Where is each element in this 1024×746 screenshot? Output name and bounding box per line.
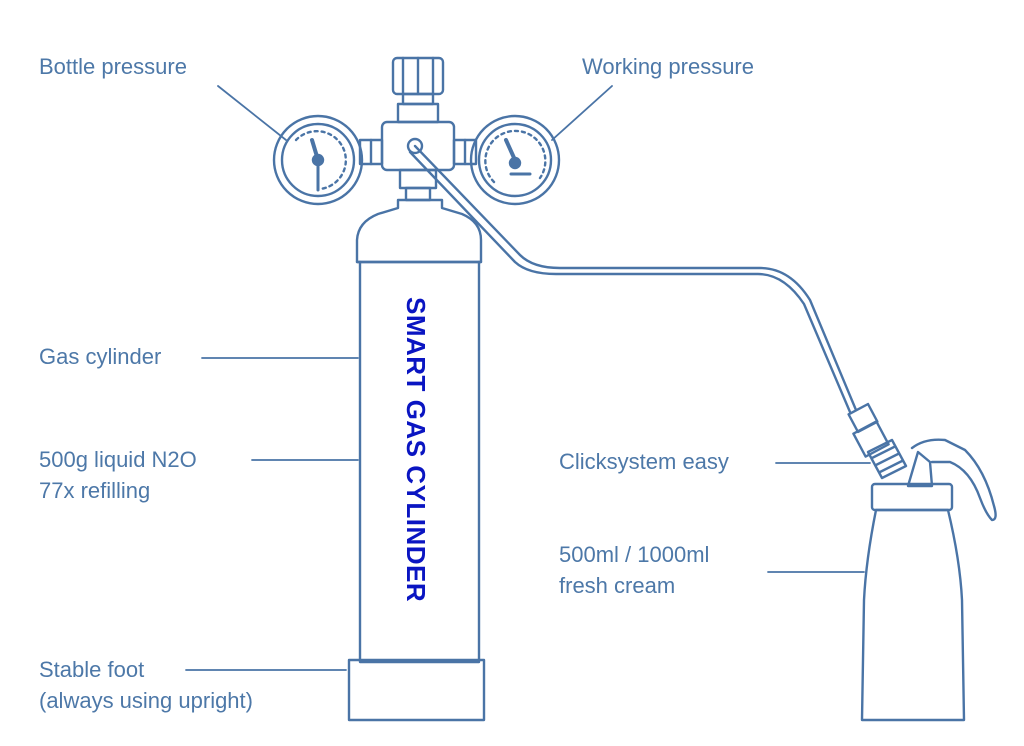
label-stable-foot-line2: (always using upright) <box>39 688 253 713</box>
valve-regulator <box>358 56 478 202</box>
stable-foot <box>347 658 486 722</box>
label-clicksystem: Clicksystem easy <box>559 449 729 474</box>
leader-working-pressure <box>551 85 613 141</box>
cream-dispenser <box>860 438 997 722</box>
label-working-pressure: Working pressure <box>582 54 754 79</box>
click-coupling <box>847 402 908 480</box>
label-cream-line1: 500ml / 1000ml <box>559 542 710 567</box>
label-stable-foot-line1: Stable foot <box>39 657 145 682</box>
label-gas-cylinder: Gas cylinder <box>39 344 162 369</box>
label-liquid-line2: 77x refilling <box>39 478 151 503</box>
label-cream-line2: fresh cream <box>559 573 676 598</box>
leader-bottle-pressure <box>217 85 287 141</box>
cylinder-title: SMART GAS CYLINDER <box>401 297 431 602</box>
leader-lines <box>185 85 871 671</box>
gas-cylinder <box>355 198 483 664</box>
label-liquid-line1: 500g liquid N2O <box>39 447 197 472</box>
hose <box>413 144 858 412</box>
label-bottle-pressure: Bottle pressure <box>39 54 187 79</box>
working-pressure-gauge <box>469 114 561 206</box>
bottle-pressure-gauge <box>272 114 364 206</box>
